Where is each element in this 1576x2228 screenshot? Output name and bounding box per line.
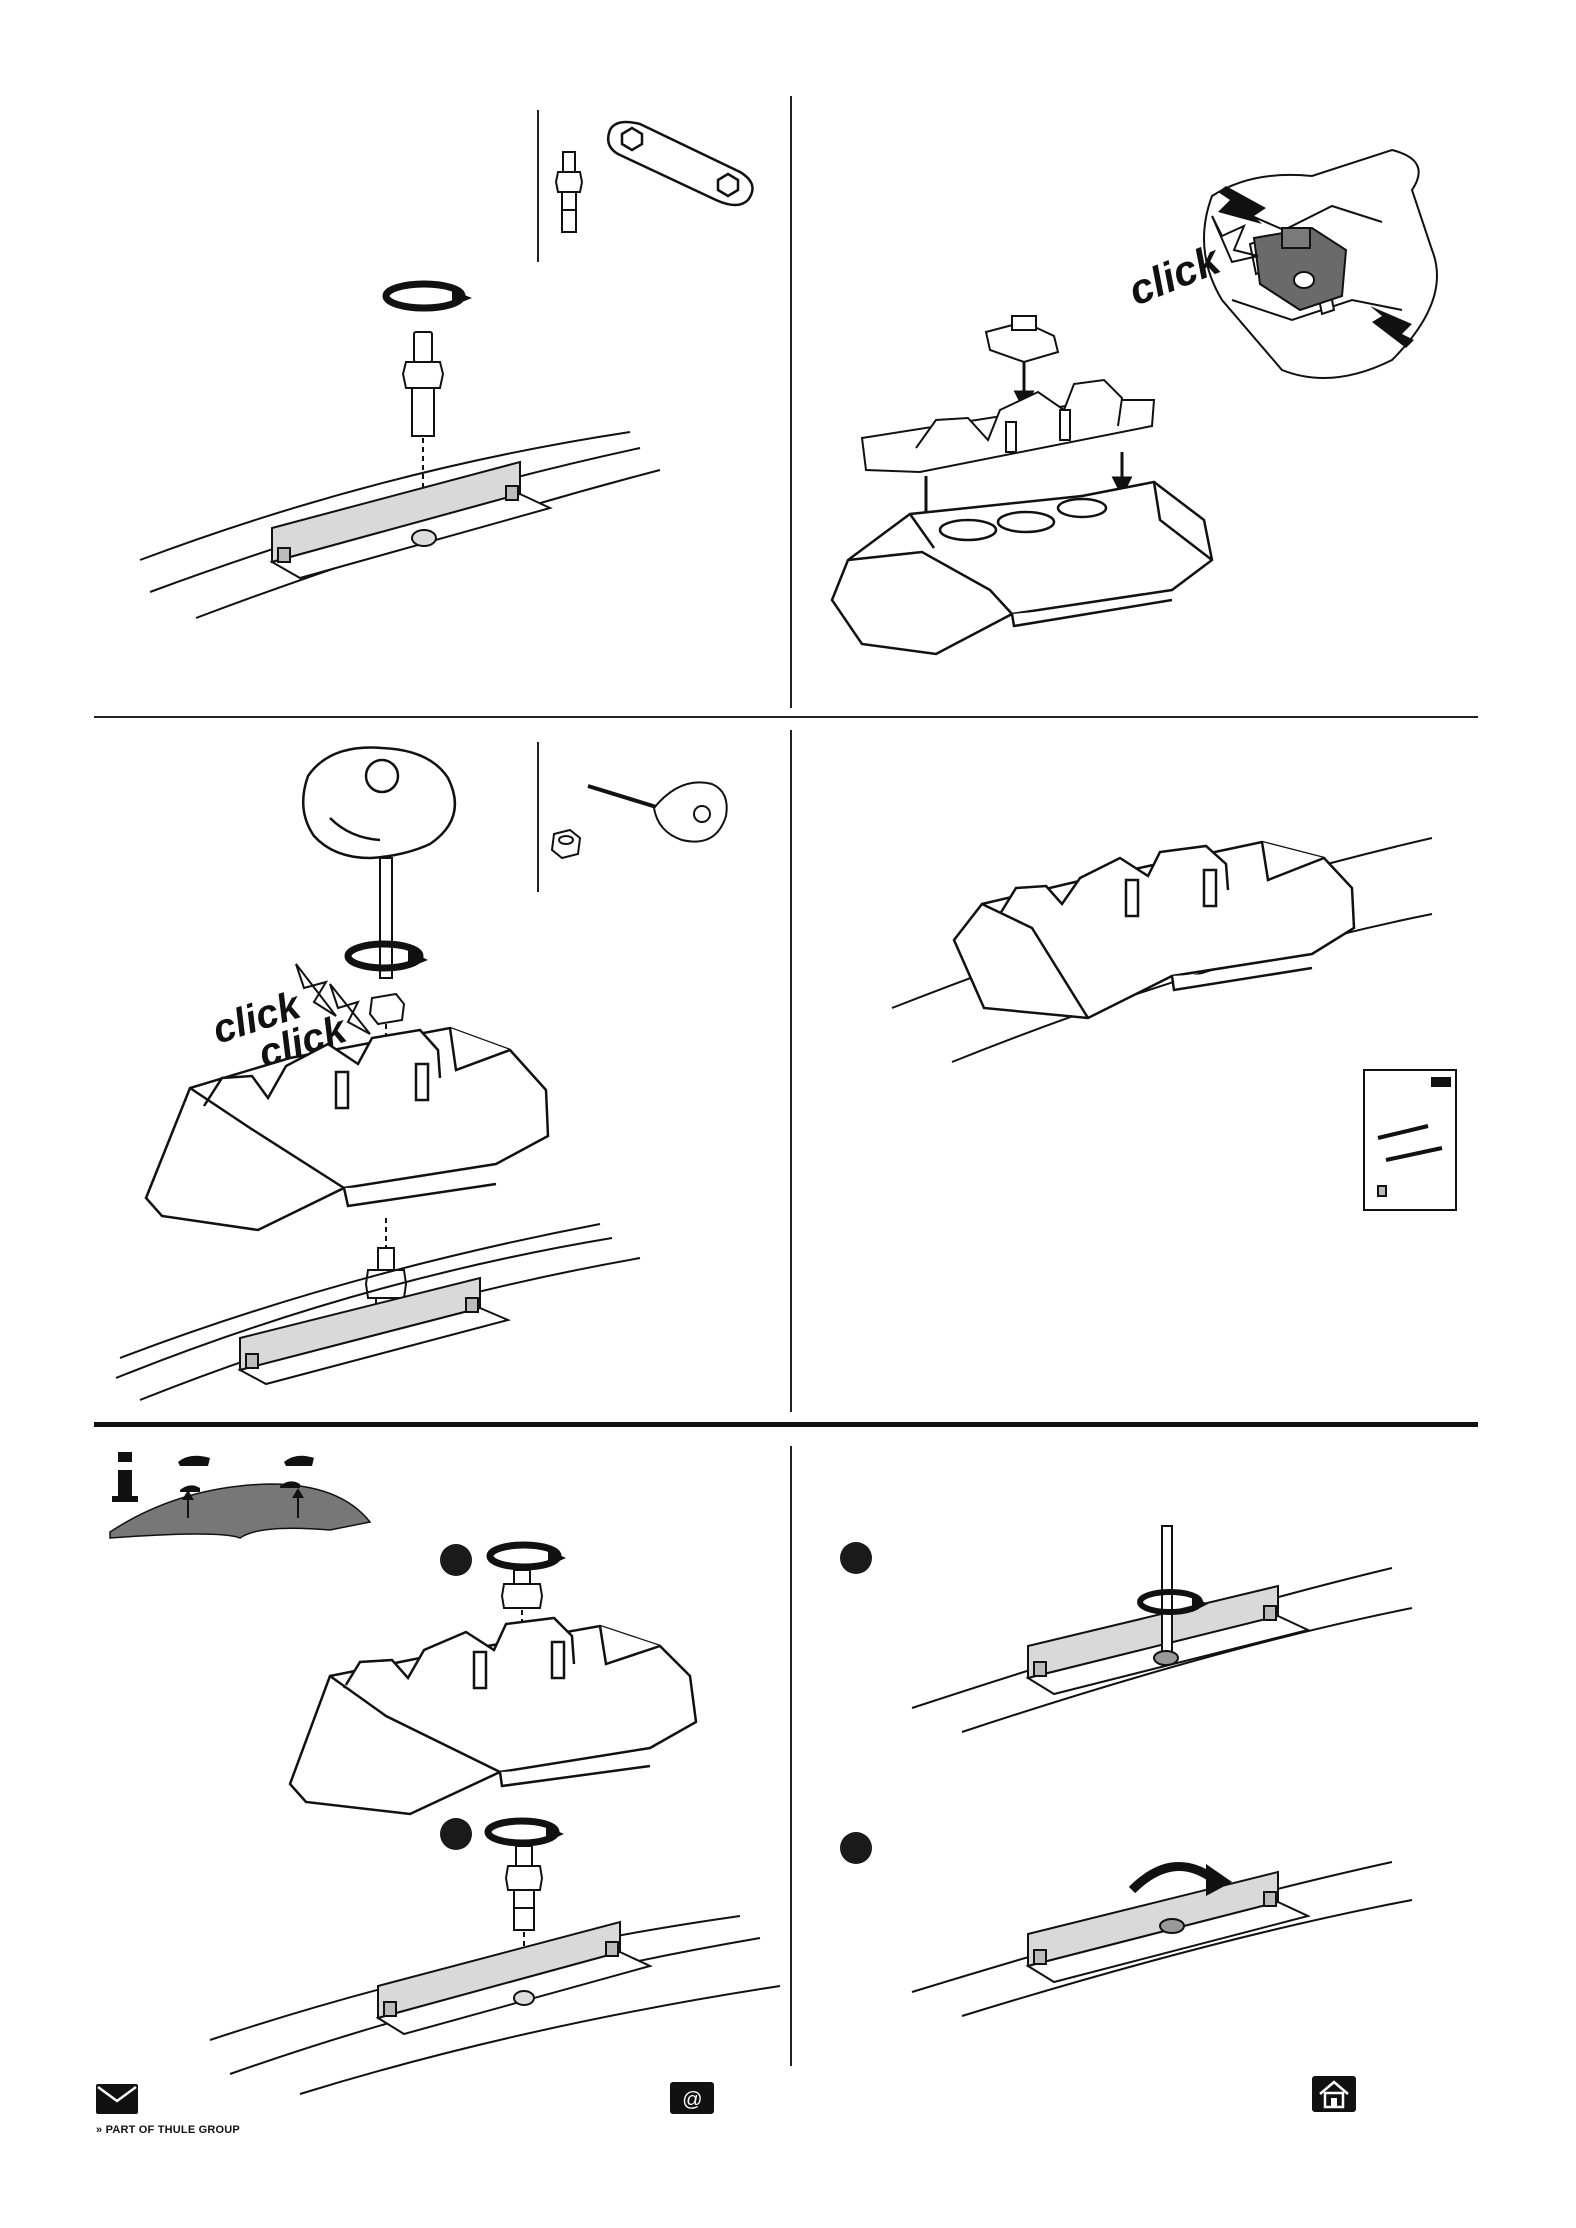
roof-profile-icon: [110, 1456, 370, 1538]
nut-icon: [552, 830, 580, 858]
nut-part: [502, 1570, 542, 1608]
info-i-icon: [112, 1452, 138, 1502]
step-panel-6: [792, 1426, 1576, 2086]
manual-thumbnail: [1364, 1070, 1456, 1210]
click-label: click: [1122, 235, 1229, 315]
at-sign-icon: @: [670, 2082, 714, 2114]
adapter-part: [862, 380, 1154, 472]
step-panel-3: click click: [0, 718, 790, 1418]
stud-part: [506, 1846, 542, 1930]
foot-assembly-part: [954, 842, 1354, 1018]
foot-base-part: [832, 482, 1212, 654]
rotation-arrow-icon: [490, 1545, 558, 1567]
wrench-plate-icon: [608, 122, 752, 205]
rail-channel: [378, 1922, 650, 2034]
torque-handle-part: [303, 748, 455, 858]
step-panel-1: [0, 0, 790, 712]
home-icon: [1312, 2076, 1356, 2112]
stud-icon: [556, 152, 582, 232]
step-panel-4: [792, 718, 1576, 1418]
step-marker: [840, 1542, 872, 1574]
flip-arrow-icon: [1132, 1866, 1212, 1890]
rail-channel: [1028, 1872, 1308, 1982]
clip-part: [986, 316, 1058, 362]
rotation-arrow-icon: [488, 1821, 556, 1843]
step-marker: [440, 1818, 472, 1850]
step-marker: [840, 1832, 872, 1864]
step-panel-2: click: [792, 0, 1576, 712]
rotation-arrow-icon: [386, 284, 462, 308]
step-marker: [440, 1544, 472, 1576]
part-of-thule-group: » PART OF THULE GROUP: [96, 2124, 240, 2136]
step-panel-5: [0, 1426, 790, 2086]
chevron-icon: »: [96, 2124, 102, 2136]
foot-assembly-part: [290, 1618, 696, 1814]
hex-key-icon: [588, 782, 727, 841]
foot-assembly-part: [146, 1028, 548, 1230]
svg-text:@: @: [682, 2089, 702, 2111]
envelope-icon: [96, 2084, 138, 2114]
rail-channel: [272, 462, 550, 578]
stud-part: [403, 332, 443, 436]
